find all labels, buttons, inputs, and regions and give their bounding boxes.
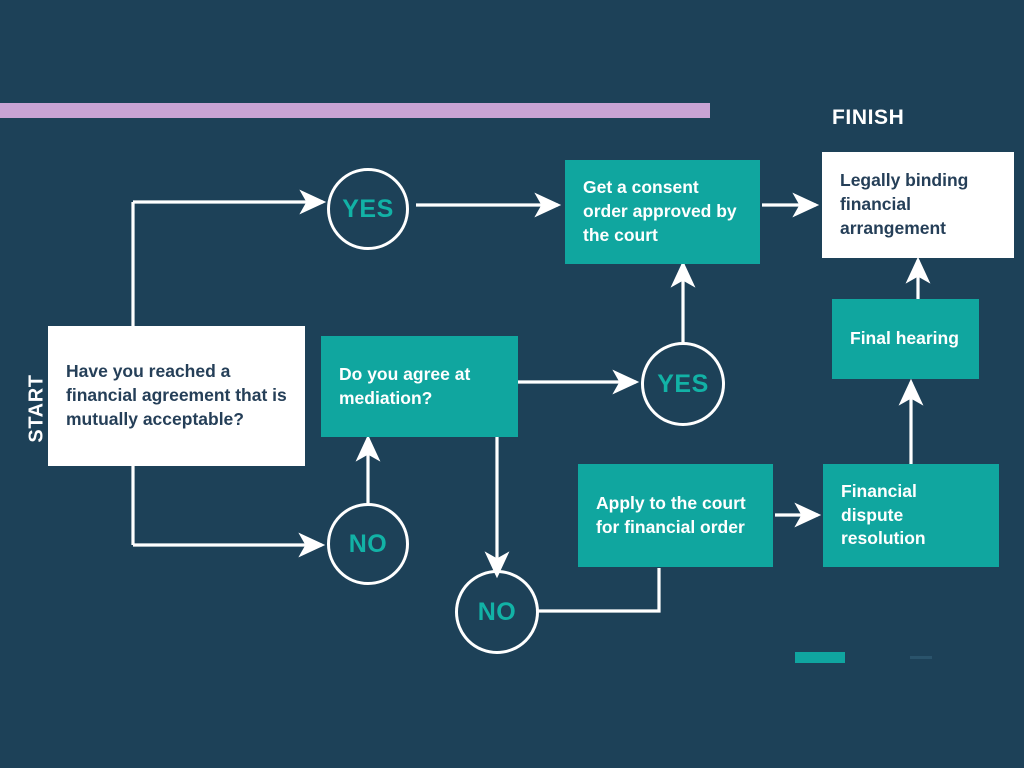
node-yes-top[interactable]: YES [327,168,409,250]
node-final-hearing-label: Final hearing [850,328,959,349]
node-yes-top-label: YES [342,194,394,223]
finish-label: FINISH [832,106,905,129]
faint-accent-dash [910,656,932,659]
node-financial-dispute[interactable]: Financial dispute resolution [823,464,999,567]
node-consent-order[interactable]: Get a consent order approved by the cour… [565,160,760,264]
node-question-mediation-label: Do you agree at mediation? [339,363,471,408]
node-apply-court[interactable]: Apply to the court for financial order [578,464,773,567]
node-no-bottom[interactable]: NO [455,570,539,654]
node-question-agreement-label: Have you reached a financial agreement t… [66,361,287,429]
node-final-hearing[interactable]: Final hearing [832,299,979,379]
node-question-mediation[interactable]: Do you agree at mediation? [321,336,518,437]
node-financial-dispute-label: Financial dispute resolution [841,480,926,549]
node-no-left-label: NO [348,529,388,558]
node-yes-mid[interactable]: YES [641,342,725,426]
node-no-left[interactable]: NO [327,503,409,585]
node-yes-mid-label: YES [657,369,709,398]
teal-accent-dash [795,652,845,663]
node-consent-order-label: Get a consent order approved by the cour… [583,177,737,245]
node-apply-court-label: Apply to the court for financial order [596,492,746,537]
node-legally-binding[interactable]: Legally binding financial arrangement [822,152,1014,258]
node-no-bottom-label: NO [477,597,517,626]
node-legally-binding-label: Legally binding financial arrangement [840,170,969,238]
node-question-agreement[interactable]: Have you reached a financial agreement t… [48,326,305,466]
purple-accent-bar [0,103,710,118]
